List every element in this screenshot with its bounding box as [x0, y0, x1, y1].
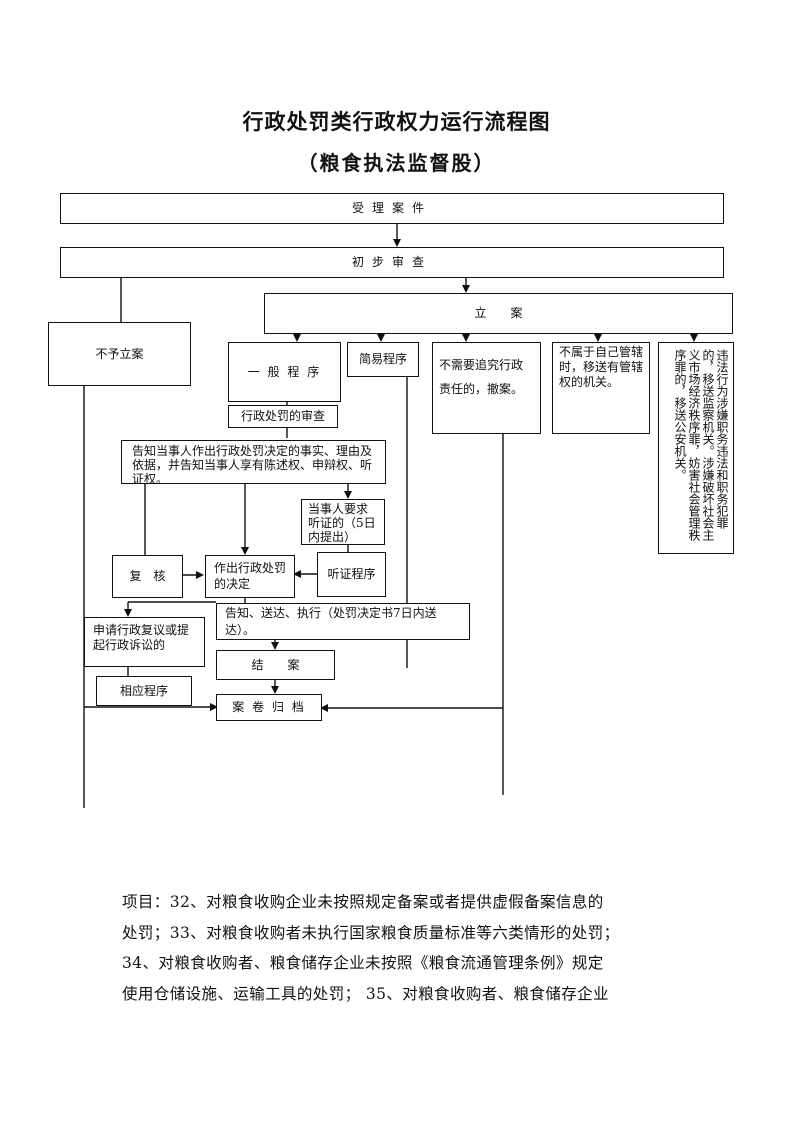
project-line: 使用仓储设施、运输工具的处罚； 35、对粮食收购者、粮食储存企业	[122, 984, 609, 1003]
node-accept-case: 受理案件	[60, 193, 724, 224]
node-penalty-review: 行政处罚的审查	[228, 405, 338, 428]
node-archive: 案 卷 归 档	[216, 694, 322, 721]
node-close-case: 结 案	[216, 650, 335, 680]
node-corresponding-procedure: 相应程序	[96, 676, 192, 706]
node-initial-review: 初步审查	[60, 247, 724, 278]
node-simple-procedure: 简易程序	[347, 342, 419, 377]
project-line: 34、对粮食收购者、粮食储存企业未按照《粮食流通管理条例》规定	[122, 954, 604, 972]
node-notify-party: 告知当事人作出行政处罚决定的事实、理由及依据，并告知当事人享有陈述权、申辩权、听…	[121, 440, 386, 486]
page-title: 行政处罚类行政权力运行流程图	[242, 109, 551, 134]
project-line: 项目：32、对粮食收购企业未按照规定备案或者提供虚假备案信息的	[122, 893, 604, 911]
node-deliver-execute: 告知、送达、执行（处罚决定书7日内送达）。	[216, 603, 470, 640]
node-general-procedure: 一 般 程 序	[228, 342, 341, 402]
node-no-file-case: 不予立案	[48, 322, 191, 386]
node-hearing-procedure: 听证程序	[317, 552, 386, 597]
node-transfer-crime: 违法行为涉嫌职务违法和职务犯罪的，移送监察机关。涉嫌破坏社会主义市场经济秩序罪，…	[658, 342, 734, 554]
node-hearing-request: 当事人要求听证的（5日内提出）	[301, 499, 385, 545]
project-description: 项目：32、对粮食收购企业未按照规定备案或者提供虚假备案信息的 处罚；33、对粮…	[122, 887, 682, 1009]
page-subtitle: （粮食执法监督股）	[297, 151, 496, 175]
project-line: 处罚；33、对粮食收购者未执行国家粮食质量标准等六类情形的处罚；	[122, 923, 620, 942]
node-apply-reconsideration: 申请行政复议或提起行政诉讼的	[84, 617, 205, 667]
node-review-again: 复 核	[112, 555, 183, 598]
node-not-jurisdiction: 不属于自己管辖时，移送有管辖权的机关。	[552, 342, 650, 434]
node-file-case: 立 案	[264, 293, 733, 334]
node-no-liability: 不需要追究行政责任的，撤案。	[432, 342, 541, 434]
node-make-decision: 作出行政处罚的决定	[205, 555, 295, 598]
